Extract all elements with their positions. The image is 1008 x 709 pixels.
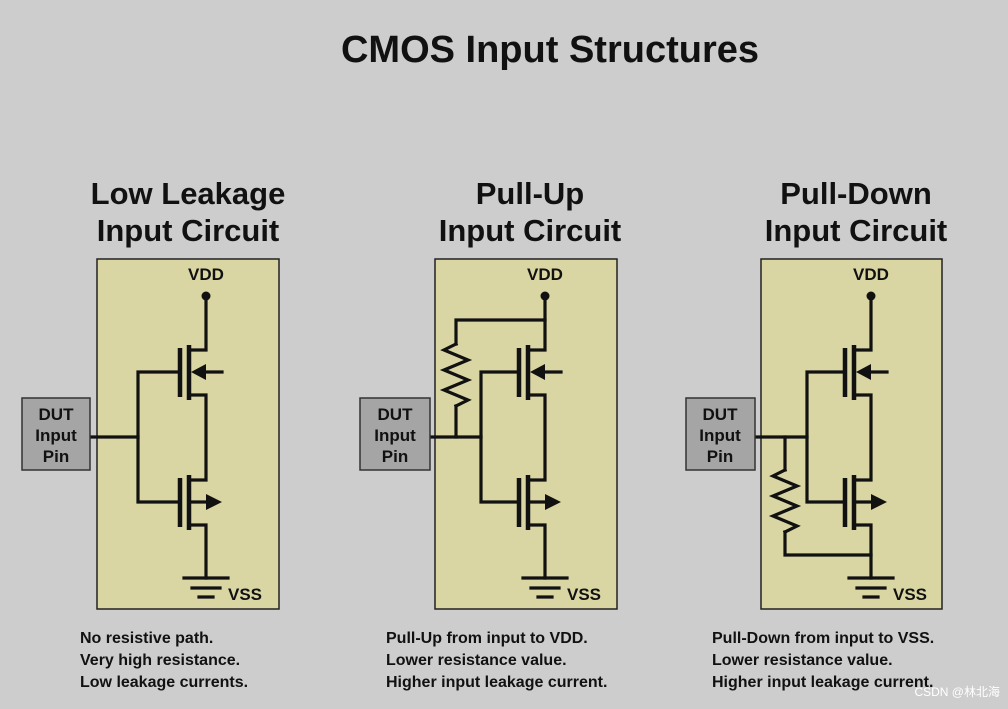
pin-label-line1: DUT bbox=[378, 405, 414, 424]
vss-label: VSS bbox=[567, 585, 601, 604]
panel-title-line1: Low Leakage bbox=[91, 176, 286, 211]
description-line2: Lower resistance value. bbox=[386, 652, 567, 669]
panel-title-line2: Input Circuit bbox=[765, 213, 948, 248]
vdd-label: VDD bbox=[527, 265, 563, 284]
vdd-label: VDD bbox=[853, 265, 889, 284]
description-line3: Higher input leakage current. bbox=[712, 674, 933, 691]
pin-label-line3: Pin bbox=[43, 447, 69, 466]
page-title: CMOS Input Structures bbox=[341, 29, 759, 71]
pin-label-line2: Input bbox=[374, 426, 416, 445]
description-line3: Higher input leakage current. bbox=[386, 674, 607, 691]
description-line1: Pull-Down from input to VSS. bbox=[712, 630, 934, 647]
circuit-wiring bbox=[753, 291, 895, 599]
dut-input-pin-box bbox=[685, 397, 756, 471]
pin-label-line1: DUT bbox=[703, 405, 739, 424]
dut-input-pin-box bbox=[21, 397, 91, 471]
pin-label-line1: DUT bbox=[39, 405, 75, 424]
description-line3: Low leakage currents. bbox=[80, 674, 248, 691]
description-line1: Pull-Up from input to VDD. bbox=[386, 630, 588, 647]
circuit-wiring bbox=[88, 291, 230, 599]
watermark: CSDN @林北海 bbox=[914, 684, 1000, 699]
vdd-label: VDD bbox=[188, 265, 224, 284]
panel-low-leakage: Low Leakage Input Circuit VDD VSS DUT In… bbox=[21, 176, 286, 691]
pin-label-line2: Input bbox=[35, 426, 77, 445]
pull-up-resistor bbox=[439, 341, 473, 409]
panel-title-line2: Input Circuit bbox=[439, 213, 622, 248]
description-line1: No resistive path. bbox=[80, 630, 213, 647]
panel-title-line2: Input Circuit bbox=[97, 213, 280, 248]
pin-label-line3: Pin bbox=[382, 447, 408, 466]
panel-title-line1: Pull-Up bbox=[476, 176, 585, 211]
circuit-panel bbox=[760, 258, 943, 610]
panel-pull-down: Pull-Down Input Circuit VDD VSS DUT Inp bbox=[685, 176, 948, 691]
circuit-panel bbox=[434, 258, 618, 610]
circuit-wiring bbox=[428, 291, 569, 599]
pull-down-resistor bbox=[768, 467, 802, 535]
pin-label-line3: Pin bbox=[707, 447, 733, 466]
description-line2: Very high resistance. bbox=[80, 652, 240, 669]
dut-input-pin-box bbox=[359, 397, 431, 471]
panel-title-line1: Pull-Down bbox=[780, 176, 932, 211]
vss-label: VSS bbox=[228, 585, 262, 604]
description-line2: Lower resistance value. bbox=[712, 652, 893, 669]
vss-label: VSS bbox=[893, 585, 927, 604]
panel-pull-up: Pull-Up Input Circuit VDD VSS DUT Input bbox=[359, 176, 622, 691]
pin-label-line2: Input bbox=[699, 426, 741, 445]
circuit-panel bbox=[96, 258, 280, 610]
